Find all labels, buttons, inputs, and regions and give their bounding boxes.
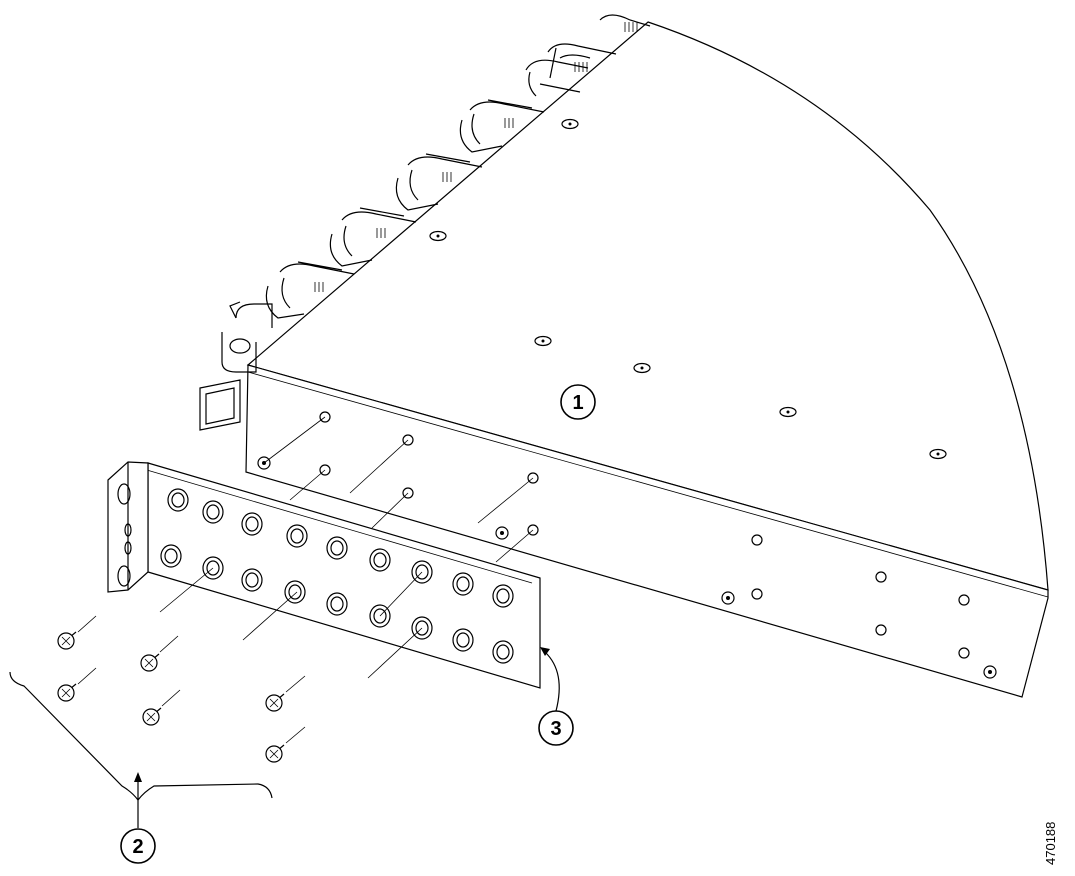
screw	[265, 693, 285, 712]
chassis-top-face	[246, 21, 1049, 591]
callout-3-label: 3	[550, 718, 561, 740]
callout-2: 2	[120, 772, 156, 864]
side-ear	[199, 379, 241, 431]
chassis-front-face	[245, 364, 1049, 698]
ground-lug	[221, 301, 273, 373]
mounting-bracket	[107, 461, 541, 689]
top-face-screws	[429, 118, 947, 460]
screw	[140, 653, 160, 672]
chassis	[199, 14, 1049, 698]
screws	[57, 631, 285, 763]
alignment-lines	[77, 416, 534, 744]
front-face-holes	[257, 411, 997, 679]
screw	[142, 707, 162, 726]
figure-id: 470188	[1043, 822, 1058, 865]
screw	[57, 631, 77, 650]
callout-1: 1	[560, 384, 596, 420]
callout-3: 3	[538, 647, 574, 746]
bracket-holes	[160, 488, 514, 664]
callout-1-label: 1	[572, 392, 583, 414]
screw	[265, 744, 285, 763]
rear-handles	[265, 14, 651, 319]
callout-2-label: 2	[132, 836, 143, 858]
screw	[57, 683, 77, 702]
